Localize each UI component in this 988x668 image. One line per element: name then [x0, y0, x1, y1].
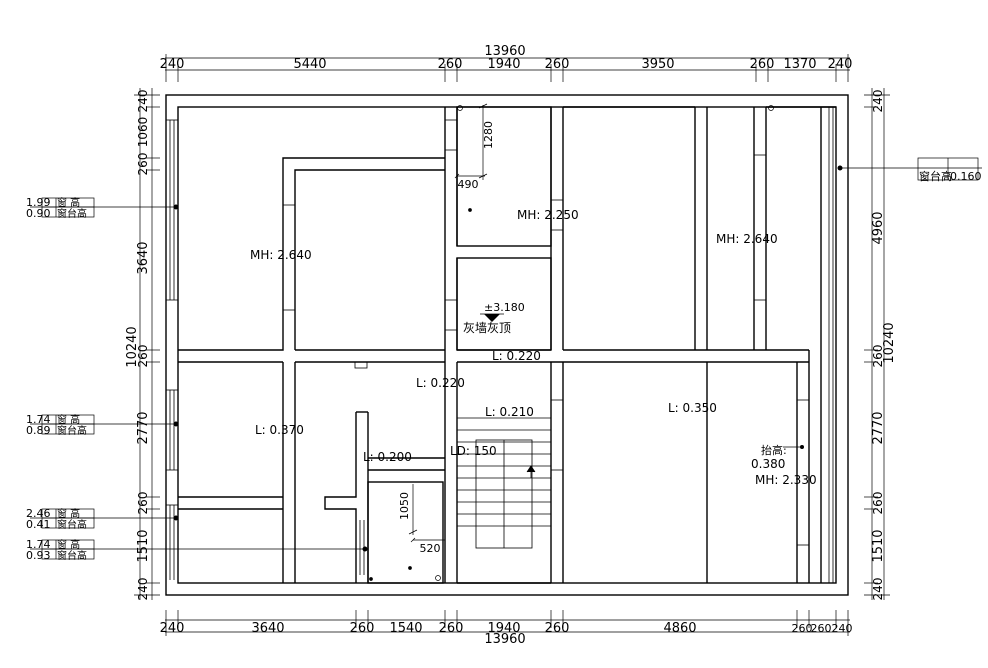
label-l-0220-a: L: 0.220: [492, 349, 541, 363]
room-annotations: MH: 2.640 MH: 2.250 MH: 2.640 ±3.180 灰墙灰…: [250, 208, 817, 487]
left-dim-1510: 1510: [136, 529, 151, 562]
top-total-dim: 13960: [484, 44, 525, 59]
right-dim-240-a: 240: [871, 90, 885, 113]
bottom-dim-240-a: 240: [160, 621, 185, 636]
top-dim-1940: 1940: [487, 57, 520, 72]
top-dim-240-a: 240: [160, 57, 185, 72]
top-dim-260-a: 260: [438, 57, 463, 72]
window-2-sill-label: 窗台高: [57, 424, 87, 437]
right-dim-1510: 1510: [871, 529, 886, 562]
label-mh-2640-left: MH: 2.640: [250, 248, 312, 262]
bottom-dim-260-e: 260: [811, 622, 832, 635]
right-total-dim: 10240: [882, 322, 897, 363]
bottom-dim-3640: 3640: [251, 621, 284, 636]
left-dim-260-c: 260: [136, 492, 150, 515]
openings: [166, 107, 834, 583]
left-dim-260-b: 260: [136, 345, 150, 368]
right-window-sill-value: 0.160: [950, 170, 982, 183]
inner-dim-490: 490: [458, 178, 479, 191]
label-raise: 抬高:: [761, 443, 787, 457]
window-1-height: 1.99: [26, 196, 51, 209]
bottom-dim-260-a: 260: [350, 621, 375, 636]
top-dim-260-b: 260: [545, 57, 570, 72]
right-dim-4960: 4960: [871, 211, 886, 244]
window-3-sill: 0.41: [26, 518, 51, 531]
top-dim-1370: 1370: [783, 57, 816, 72]
staircase: [457, 417, 551, 549]
left-dim-240-b: 240: [136, 578, 150, 601]
bottom-dim-260-d: 260: [792, 622, 813, 635]
window-1-sill: 0.90: [26, 207, 51, 220]
left-total-dim: 10240: [125, 326, 140, 367]
label-l-0200: L: 0.200: [363, 450, 412, 464]
top-dim-5440: 5440: [293, 57, 326, 72]
label-mh-2330: MH: 2.330: [755, 473, 817, 487]
window-3-sill-label: 窗台高: [57, 518, 87, 531]
top-dim-3950: 3950: [641, 57, 674, 72]
window-2-height-label: 窗 高: [57, 413, 80, 426]
label-ld-150: LD: 150: [450, 444, 497, 458]
left-dim-260-a: 260: [136, 153, 150, 176]
label-level-value: ±3.180: [484, 301, 525, 314]
top-dim-240-b: 240: [828, 57, 853, 72]
window-callouts-left: 1.99 窗 高 0.90 窗台高 1.74 窗 高 0.89 窗台高 2.46…: [26, 196, 368, 562]
left-dim-2770: 2770: [136, 411, 151, 444]
window-3-height-label: 窗 高: [57, 507, 80, 520]
left-dim-3640: 3640: [136, 241, 151, 274]
inner-dim-1280: 1280: [482, 121, 495, 149]
interior-walls: [178, 106, 836, 584]
window-1-sill-label: 窗台高: [57, 207, 87, 220]
bottom-dim-1540: 1540: [389, 621, 422, 636]
left-dim-240-a: 240: [136, 90, 150, 113]
label-ceiling-note: 灰墙灰顶: [463, 321, 511, 335]
bottom-dim-1940: 1940: [487, 621, 520, 636]
window-3-height: 2.46: [26, 507, 51, 520]
window-2-sill: 0.89: [26, 424, 51, 437]
window-4-sill-label: 窗台高: [57, 549, 87, 562]
exterior-walls: [165, 94, 849, 596]
label-mh-2640-right: MH: 2.640: [716, 232, 778, 246]
right-window-sill-label: 窗台高: [919, 169, 952, 183]
left-dimension-chain: 240 1060 260 3640 10240 260 2770 260 151…: [125, 88, 160, 600]
bottom-dim-4860: 4860: [663, 621, 696, 636]
right-dim-2770: 2770: [871, 411, 886, 444]
level-marker-icon: [484, 314, 500, 322]
label-l-0350: L: 0.350: [668, 401, 717, 415]
label-mh-2250: MH: 2.250: [517, 208, 579, 222]
window-4-sill: 0.93: [26, 549, 51, 562]
window-4-height: 1.74: [26, 538, 51, 551]
inner-dimension-marks: [369, 103, 774, 581]
top-dim-260-c: 260: [750, 57, 775, 72]
window-4-height-label: 窗 高: [57, 538, 80, 551]
inner-dim-1050: 1050: [398, 492, 411, 520]
bottom-dimension-chain: 240 3640 260 1540 260 1940 260 4860 260 …: [160, 610, 853, 647]
bottom-dim-260-b: 260: [439, 621, 464, 636]
bottom-dim-260-c: 260: [545, 621, 570, 636]
top-dimension-chain: 13960 240 5440 260 1940 260 3950 260 137…: [160, 44, 853, 82]
label-raise-value: 0.380: [751, 457, 785, 471]
window-callout-right: 窗台高 0.160: [837, 157, 982, 183]
bottom-dim-240-b: 240: [832, 622, 853, 635]
right-dim-260-a: 260: [871, 345, 885, 368]
label-l-0220-b: L: 0.220: [416, 376, 465, 390]
inner-dim-520: 520: [420, 542, 441, 555]
label-l-0370: L: 0.370: [255, 423, 304, 437]
right-dimension-chain: 240 4960 260 10240 2770 260 1510 240: [864, 88, 897, 600]
right-dim-240-b: 240: [871, 578, 885, 601]
bottom-total-dim: 13960: [484, 632, 525, 647]
window-2-height: 1.74: [26, 413, 51, 426]
left-dim-1060: 1060: [136, 117, 150, 148]
window-1-height-label: 窗 高: [57, 196, 80, 209]
right-dim-260-b: 260: [871, 492, 885, 515]
label-l-0210: L: 0.210: [485, 405, 534, 419]
